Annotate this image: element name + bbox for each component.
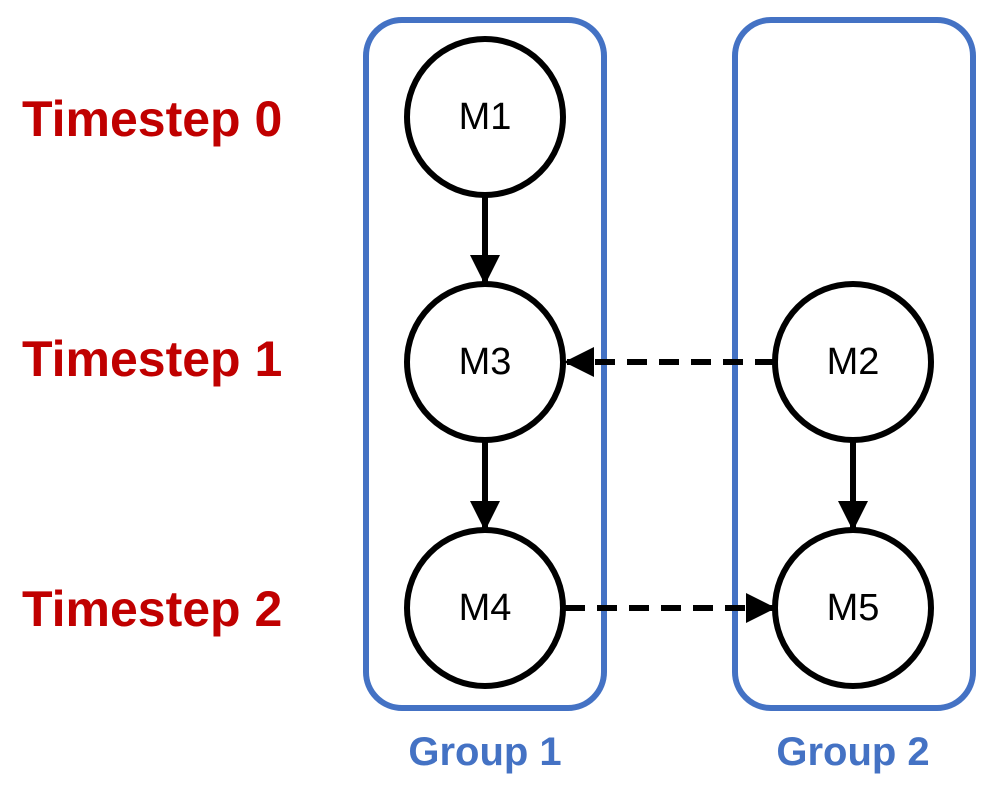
group-label-1: Group 1: [408, 730, 561, 774]
group-label-2: Group 2: [776, 730, 929, 774]
timestep-label-0: Timestep 0: [22, 91, 282, 147]
node-m5: M5: [772, 527, 934, 689]
node-label-m2: M2: [827, 341, 880, 383]
node-m3: M3: [404, 281, 566, 443]
timestep-label-2: Timestep 2: [22, 581, 282, 637]
node-label-m5: M5: [827, 587, 880, 629]
node-label-m3: M3: [459, 341, 512, 383]
node-m1: M1: [404, 36, 566, 198]
node-m2: M2: [772, 281, 934, 443]
node-label-m4: M4: [459, 587, 512, 629]
node-label-m1: M1: [459, 96, 512, 138]
timestep-label-1: Timestep 1: [22, 331, 282, 387]
node-m4: M4: [404, 527, 566, 689]
